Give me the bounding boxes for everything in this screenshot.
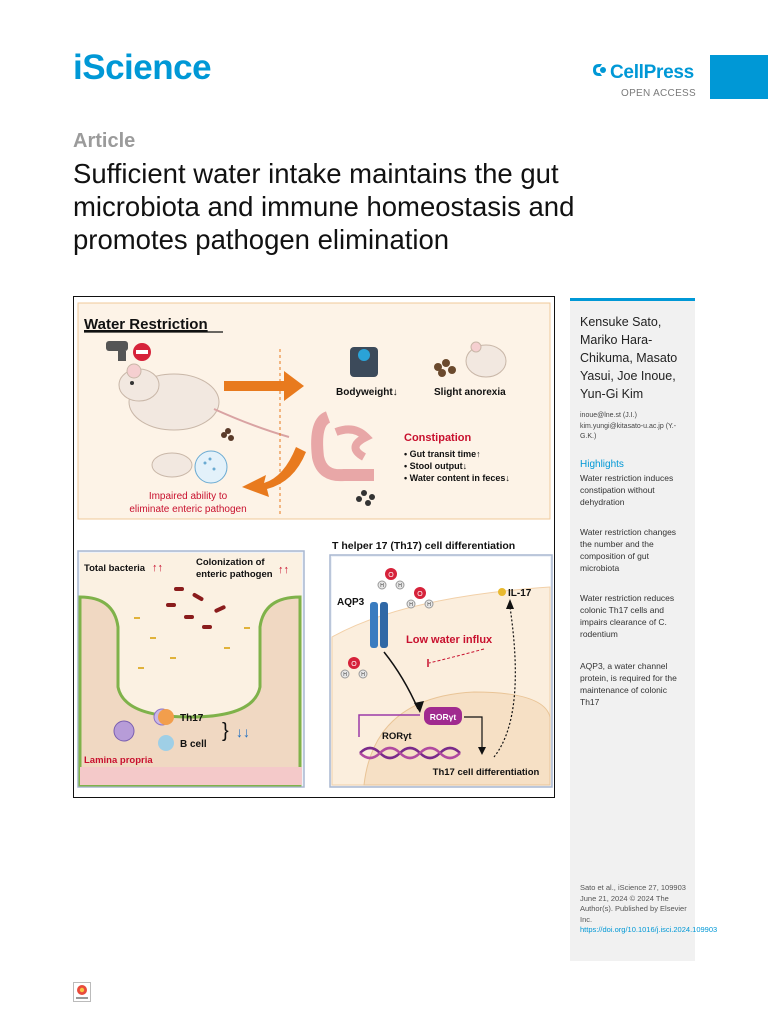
cellpress-mark-icon bbox=[590, 62, 610, 84]
check-for-updates-icon[interactable] bbox=[73, 982, 91, 1002]
th17-diff-title: T helper 17 (Th17) cell differentiation bbox=[332, 540, 515, 552]
svg-text:H: H bbox=[380, 583, 384, 589]
mouse-icon bbox=[118, 363, 290, 441]
water-content-item: Water content in feces↓ bbox=[410, 473, 510, 483]
panel-heading: Water Restriction bbox=[84, 316, 208, 333]
gut-transit-item: Gut transit time↑ bbox=[410, 449, 481, 459]
highlight-item: Water restriction induces constipation w… bbox=[580, 473, 674, 507]
arrow-icon bbox=[242, 447, 306, 497]
low-water-influx-label: Low water influx bbox=[406, 634, 493, 646]
immune-cell-icon bbox=[113, 720, 135, 742]
aqp3-channel-icon bbox=[370, 602, 388, 648]
aqp3-label: AQP3 bbox=[337, 597, 365, 608]
up-arrows-icon: ↑↑ bbox=[278, 564, 289, 576]
highlight-item: Water restriction changes the number and… bbox=[580, 527, 677, 573]
bacteria-icon bbox=[166, 587, 226, 629]
article-title: Sufficient water intake maintains the gu… bbox=[73, 158, 575, 255]
down-arrows-icon: ↓↓ bbox=[236, 724, 250, 740]
intestine-icon bbox=[311, 411, 374, 482]
dna-icon bbox=[359, 746, 461, 760]
open-access-label: OPEN ACCESS bbox=[621, 88, 696, 99]
food-icon bbox=[434, 359, 456, 377]
svg-text:O: O bbox=[388, 572, 394, 579]
th17-cell-icon bbox=[158, 709, 174, 725]
doi-link[interactable]: https://doi.org/10.1016/j.isci.2024.1099… bbox=[580, 925, 718, 934]
colonization-label-1: Colonization of bbox=[196, 557, 265, 568]
graphical-abstract: Water Restriction Bodyweight↓ Slight ano… bbox=[73, 296, 555, 798]
email-1[interactable]: inoue@lne.st (J.I.) bbox=[580, 412, 637, 419]
mouse-icon bbox=[151, 452, 193, 478]
stool-output-item: Stool output↓ bbox=[410, 461, 467, 471]
correspondence: inoue@lne.st (J.I.) kim.yungi@kitasato-u… bbox=[580, 411, 692, 443]
brand-tab bbox=[710, 55, 768, 99]
impaired-label-1: Impaired ability to bbox=[149, 491, 228, 502]
brace-icon: } bbox=[222, 720, 229, 742]
svg-text:• Stool output↓: • Stool output↓ bbox=[404, 461, 467, 471]
svg-text:H: H bbox=[427, 602, 431, 608]
author-list: Kensuke Sato, Mariko Hara-Chikuma, Masat… bbox=[580, 315, 678, 401]
water-molecule-icon: O H H bbox=[406, 587, 434, 609]
citation-line-1: Sato et al., iScience 27, 109903 bbox=[580, 883, 686, 892]
svg-text:H: H bbox=[361, 672, 365, 678]
email-2[interactable]: kim.yungi@kitasato-u.ac.jp (Y.-G.K.) bbox=[580, 422, 677, 441]
svg-text:O: O bbox=[417, 591, 423, 598]
article-type: Article bbox=[73, 130, 136, 152]
constipation-label: Constipation bbox=[404, 432, 471, 444]
citation: Sato et al., iScience 27, 109903 June 21… bbox=[580, 883, 718, 936]
roryt-protein-label: RORγt bbox=[430, 712, 457, 722]
bodyweight-label: Bodyweight↓ bbox=[336, 387, 398, 398]
up-arrows-icon: ↑↑ bbox=[152, 562, 163, 574]
svg-text:H: H bbox=[409, 602, 413, 608]
th17-label: Th17 bbox=[180, 713, 204, 724]
svg-text:• Water content in feces↓: • Water content in feces↓ bbox=[404, 473, 510, 483]
arrow-icon bbox=[224, 371, 304, 401]
svg-text:O: O bbox=[351, 661, 357, 668]
mouse-icon bbox=[465, 341, 507, 378]
citation-line-2: June 21, 2024 © 2024 The Author(s). Publ… bbox=[580, 893, 687, 924]
svg-text:H: H bbox=[398, 583, 402, 589]
lamina-propria-label: Lamina propria bbox=[84, 755, 153, 766]
cellpress-logo: CellPress OPEN ACCESS bbox=[590, 62, 698, 102]
anorexia-label: Slight anorexia bbox=[434, 387, 506, 398]
roryt-gene-label: RORγt bbox=[382, 731, 412, 742]
scale-icon bbox=[350, 347, 378, 377]
sidebar: Kensuke Sato, Mariko Hara-Chikuma, Masat… bbox=[570, 298, 718, 961]
b-cell-label: B cell bbox=[180, 739, 207, 750]
faucet-icon bbox=[106, 341, 151, 361]
water-molecule-icon: O H H bbox=[377, 568, 405, 590]
highlights-title: Highlights bbox=[580, 459, 624, 470]
svg-text:• Gut transit time↑: • Gut transit time↑ bbox=[404, 449, 481, 459]
highlight-item: AQP3, a water channel protein, is requir… bbox=[580, 661, 677, 707]
highlight-item: Water restriction reduces colonic Th17 c… bbox=[580, 593, 675, 639]
colonization-label-2: enteric pathogen bbox=[196, 569, 273, 580]
b-cell-icon bbox=[158, 735, 174, 751]
roryt-protein-badge bbox=[424, 707, 462, 725]
impaired-label-2: eliminate enteric pathogen bbox=[129, 504, 246, 515]
cellpress-wordmark: CellPress bbox=[610, 62, 694, 83]
th17-diff-label: Th17 cell differentiation bbox=[433, 767, 540, 778]
water-molecule-icon: O H H bbox=[340, 657, 368, 679]
bacteria-icon bbox=[134, 617, 250, 669]
svg-text:H: H bbox=[343, 672, 347, 678]
total-bacteria-label: Total bacteria bbox=[84, 563, 146, 574]
il17-label: IL-17 bbox=[508, 588, 532, 599]
petri-dish-icon bbox=[194, 450, 228, 484]
il17-dot-icon bbox=[498, 588, 506, 596]
journal-logo: iScience bbox=[73, 48, 212, 87]
